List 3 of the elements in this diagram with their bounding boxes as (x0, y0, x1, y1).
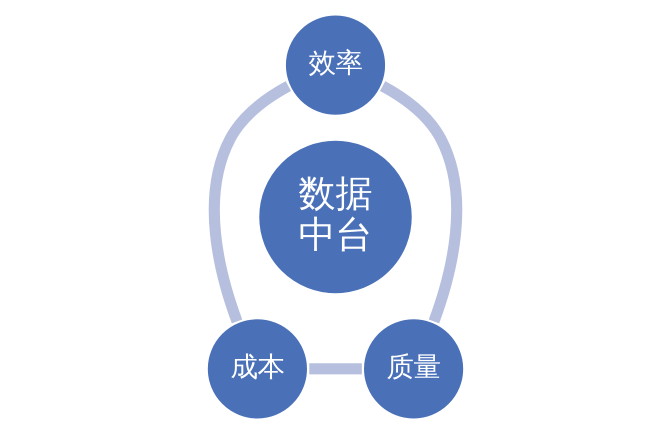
connector (308, 363, 362, 374)
connector (208, 81, 291, 324)
connector (379, 81, 462, 324)
